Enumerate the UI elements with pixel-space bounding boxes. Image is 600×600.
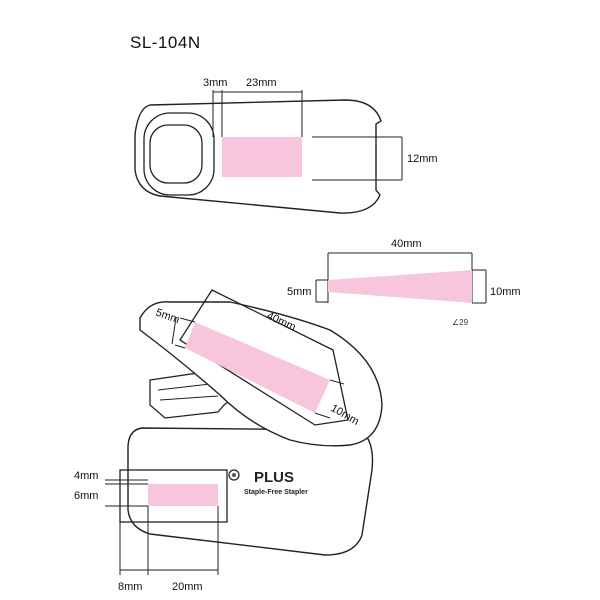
top-view-button-outer [143, 112, 215, 196]
side-view-dim-8mm: 8mm [118, 581, 142, 593]
paper-sample: 40mm 5mm 10mm ∠29 [287, 238, 521, 327]
model-title: SL-104N [130, 33, 201, 52]
side-view-lever-dim [314, 412, 331, 419]
top-view-binding-area [222, 137, 302, 177]
side-view: PLUS Staple-Free Stapler 5mm 40mm 10mm 4… [74, 289, 383, 593]
side-view-mechanism-edge [157, 383, 211, 391]
side-view-lever-plate [179, 289, 349, 426]
side-view-dim-20mm: 20mm [172, 581, 203, 593]
top-view-button-inner [149, 124, 203, 184]
top-view: 3mm 23mm 12mm [134, 77, 438, 214]
side-view-base-binding-area [148, 484, 218, 506]
sample-dim-5mm: 5mm [287, 286, 311, 298]
top-view-dim-12mm: 12mm [407, 153, 438, 165]
sample-binding-area [328, 270, 472, 303]
side-view-lever-dim [171, 317, 177, 345]
sample-angle: ∠29 [452, 318, 469, 327]
side-view-lever-dim [179, 317, 196, 323]
side-view-lever-dim [174, 344, 186, 349]
sample-dim-40mm: 40mm [391, 238, 422, 250]
side-view-base-window [119, 469, 228, 523]
top-view-dim-3mm: 3mm [203, 77, 227, 89]
side-view-mechanism-edge [159, 395, 219, 401]
side-view-dim-4mm: 4mm [74, 470, 98, 482]
side-view-base [127, 427, 374, 556]
side-view-brand-logo: PLUS [254, 469, 294, 486]
side-view-lever-dim [329, 379, 345, 385]
sample-dim-10mm: 10mm [490, 286, 521, 298]
side-view-brand-tagline: Staple-Free Stapler [244, 489, 308, 496]
side-view-lever-binding-area [185, 322, 330, 413]
side-view-dim-6mm: 6mm [74, 490, 98, 502]
side-view-logo-dot-inner [232, 473, 236, 477]
top-view-dim-23mm: 23mm [246, 77, 277, 89]
